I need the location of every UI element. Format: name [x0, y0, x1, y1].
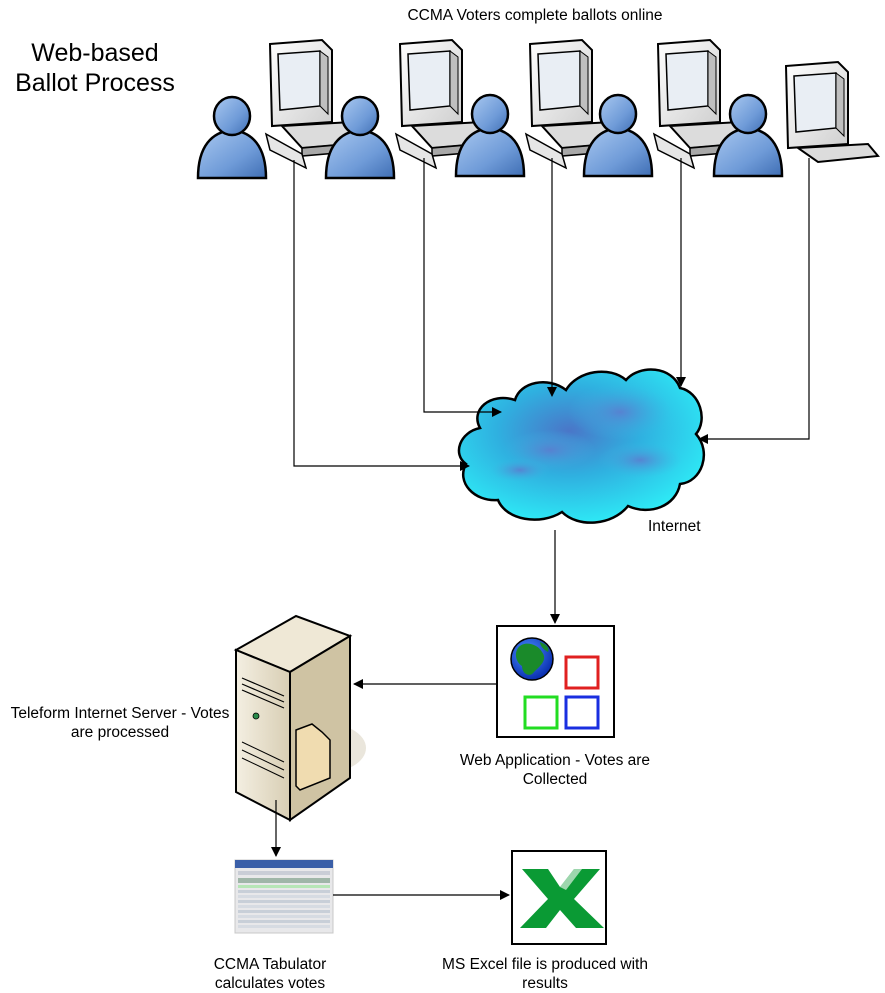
- web-application-label: Web Application - Votes are Collected: [459, 752, 651, 788]
- web-application-icon: [496, 625, 615, 738]
- internet-label: Internet: [648, 518, 701, 535]
- computer-icon: [784, 60, 880, 164]
- connector-arrow: [293, 160, 470, 471]
- voters-label: CCMA Voters complete ballots online: [407, 7, 663, 24]
- user-icon: [582, 93, 654, 178]
- folder-icon: [295, 723, 331, 791]
- user-icon: [454, 93, 526, 178]
- excel-label: MS Excel file is produced with results: [442, 956, 648, 992]
- excel-icon: [511, 850, 607, 945]
- voter-to-internet-connectors: [293, 158, 810, 471]
- voter-workstations: [196, 38, 880, 180]
- tabulator-label: CCMA Tabulator calculates votes: [213, 956, 327, 992]
- server-label: Teleform Internet Server - Votes are pro…: [10, 705, 230, 741]
- user-icon: [712, 93, 784, 178]
- tabulator-screenshot-icon: [234, 859, 334, 934]
- page-title: Web-based Ballot Process: [15, 39, 175, 97]
- user-icon: [196, 95, 268, 180]
- connector-arrow: [698, 158, 810, 444]
- server-icon: [233, 614, 366, 822]
- cloud-icon: [457, 368, 706, 524]
- computer-icon: [394, 38, 505, 170]
- connector-arrow: [423, 158, 502, 417]
- user-icon: [324, 95, 396, 180]
